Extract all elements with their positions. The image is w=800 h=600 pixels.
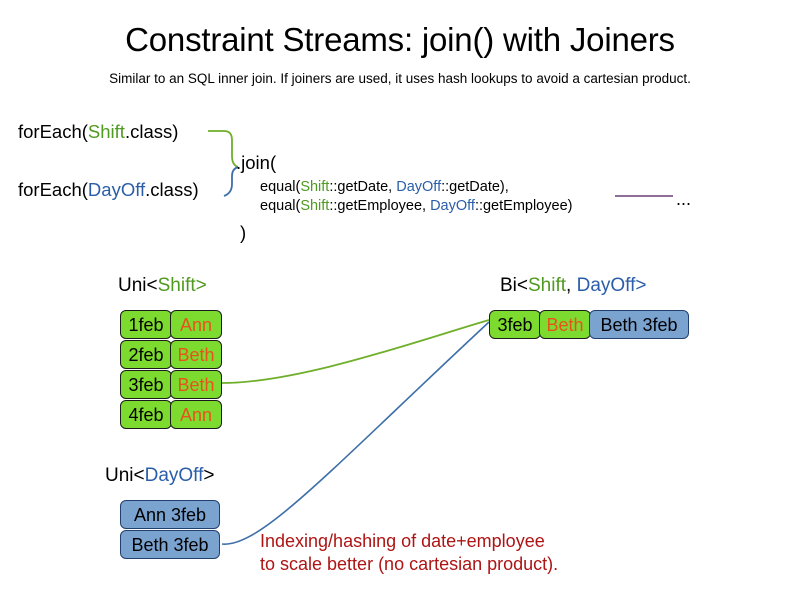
uni-shift-label-type: Shift bbox=[157, 275, 196, 296]
uni-dayoff-label-suffix: > bbox=[203, 465, 215, 486]
code-line-joiner-1: equal(Shift::getDate, DayOff::getDate), bbox=[260, 178, 509, 197]
wire-shift-fact-to-bi bbox=[221, 319, 490, 384]
code-line-joiner-2: equal(Shift::getEmployee, DayOff::getEmp… bbox=[260, 197, 572, 216]
bi-label-prefix: Bi< bbox=[500, 275, 528, 296]
dayoff-cell: Beth 3feb bbox=[120, 530, 220, 559]
shift-employee-cell: Beth bbox=[170, 370, 222, 399]
page-title: Constraint Streams: join() with Joiners bbox=[125, 21, 675, 58]
wire-dayoff-fact-to-bi bbox=[221, 321, 490, 545]
code-line-foreach-shift: forEach(Shift.class) bbox=[18, 121, 178, 143]
foreach-shift-prefix: forEach( bbox=[18, 121, 88, 142]
shift-date-cell: 4feb bbox=[120, 400, 172, 429]
label-uni-dayoff: Uni<DayOff> bbox=[105, 464, 215, 488]
joiner-2-left-method: ::getEmployee, bbox=[329, 198, 431, 214]
annotation-note-line-1: Indexing/hashing of date+employee bbox=[260, 531, 545, 551]
label-bi-shift-dayoff: Bi<Shift, DayOff> bbox=[500, 274, 646, 298]
shift-employee-cell: Ann bbox=[170, 310, 222, 339]
annotation-note: Indexing/hashing of date+employee to sca… bbox=[260, 530, 558, 576]
joiner-1-left-type: Shift bbox=[300, 179, 330, 195]
joiner-1-right-method: ::getDate), bbox=[441, 179, 509, 195]
shift-date-cell: 3feb bbox=[120, 370, 172, 399]
joiner-1-prefix: equal( bbox=[260, 179, 301, 195]
foreach-dayoff-suffix: .class) bbox=[145, 179, 199, 200]
page-subtitle: Similar to an SQL inner join. If joiners… bbox=[109, 71, 691, 86]
bi-label-suffix: > bbox=[635, 275, 647, 296]
joiner-2-right-method: ::getEmployee) bbox=[474, 198, 573, 214]
bi-label-type-a: Shift bbox=[528, 275, 567, 296]
wire-shift-to-join bbox=[208, 130, 239, 168]
foreach-shift-suffix: .class) bbox=[124, 121, 179, 142]
joiner-2-left-type: Shift bbox=[300, 198, 330, 214]
uni-shift-label-prefix: Uni< bbox=[118, 275, 158, 296]
code-line-foreach-dayoff: forEach(DayOff.class) bbox=[18, 179, 199, 201]
table-row: 2feb Beth bbox=[120, 340, 222, 369]
joiner-2-right-type: DayOff bbox=[430, 198, 475, 214]
bi-label-type-b: DayOff bbox=[576, 275, 636, 296]
joiner-1-right-type: DayOff bbox=[396, 179, 442, 195]
foreach-dayoff-type: DayOff bbox=[87, 179, 146, 200]
table-row: 1feb Ann bbox=[120, 310, 222, 339]
label-uni-shift: Uni<Shift> bbox=[118, 274, 207, 298]
code-line-join-close: ) bbox=[240, 222, 247, 243]
table-row: 3feb Beth bbox=[120, 370, 222, 399]
shift-employee-cell: Beth bbox=[170, 340, 222, 369]
table-row: 3feb Beth Beth 3feb bbox=[489, 310, 689, 339]
code-line-join-open: .join( bbox=[236, 152, 277, 173]
wire-dayoff-to-join bbox=[223, 166, 239, 197]
joiner-1-left-method: ::getDate, bbox=[329, 179, 397, 195]
dayoff-cell: Ann 3feb bbox=[120, 500, 220, 529]
shift-date-cell: 1feb bbox=[120, 310, 172, 339]
bi-dayoff-cell: Beth 3feb bbox=[589, 310, 689, 339]
table-row: 4feb Ann bbox=[120, 400, 222, 429]
list-item: Beth 3feb bbox=[120, 530, 220, 559]
annotation-note-line-2: to scale better (no cartesian product). bbox=[260, 554, 559, 574]
continuation-ellipsis: ... bbox=[676, 189, 692, 209]
bi-label-separator: , bbox=[566, 275, 577, 296]
uni-dayoff-label-type: DayOff bbox=[144, 465, 204, 486]
joiner-2-prefix: equal( bbox=[260, 198, 301, 214]
shift-date-cell: 2feb bbox=[120, 340, 172, 369]
uni-shift-label-suffix: > bbox=[195, 275, 207, 296]
bi-date-cell: 3feb bbox=[489, 310, 541, 339]
foreach-shift-type: Shift bbox=[87, 121, 125, 142]
list-item: Ann 3feb bbox=[120, 500, 220, 529]
bi-employee-cell: Beth bbox=[539, 310, 591, 339]
shift-employee-cell: Ann bbox=[170, 400, 222, 429]
foreach-dayoff-prefix: forEach( bbox=[18, 179, 88, 200]
uni-dayoff-label-prefix: Uni< bbox=[105, 465, 145, 486]
